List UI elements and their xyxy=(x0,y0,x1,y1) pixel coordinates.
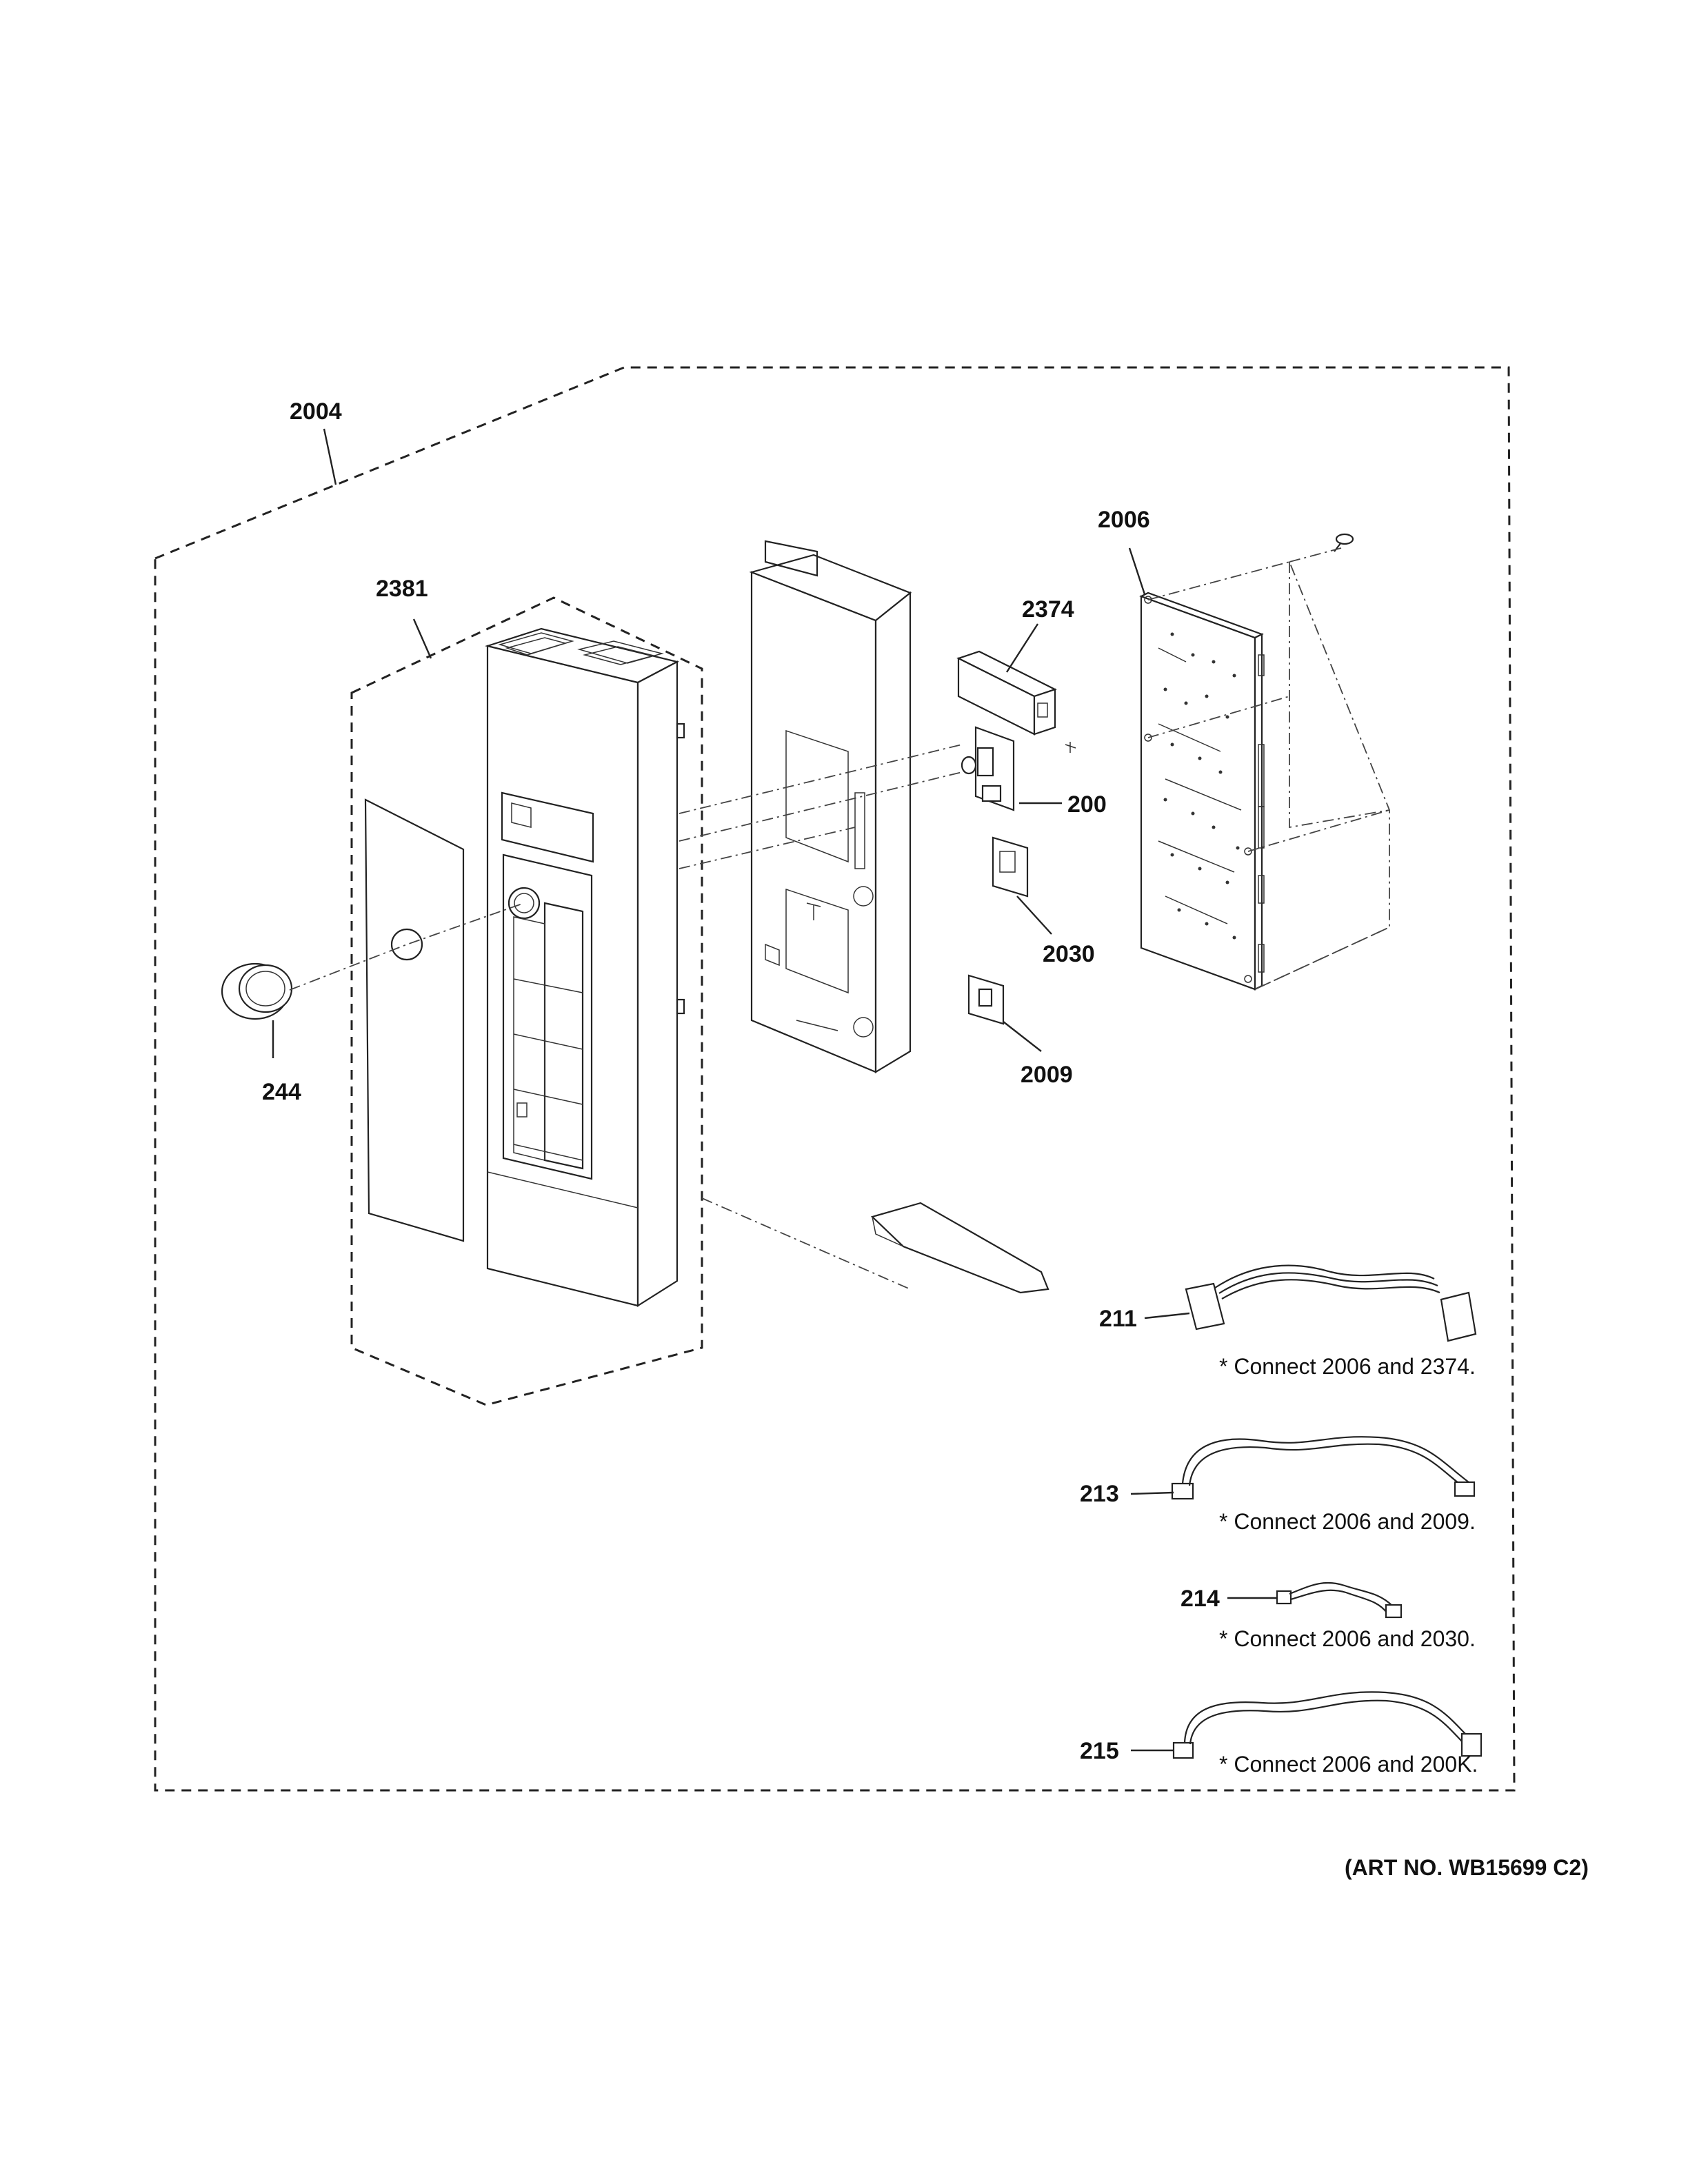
assembly-2381-boundary xyxy=(350,596,703,1406)
leader-2381 xyxy=(412,618,432,659)
harness-213 xyxy=(1171,1436,1476,1500)
leader-213 xyxy=(1130,1491,1174,1495)
label-215: 215 xyxy=(1080,1738,1119,1764)
leader-2030 xyxy=(1016,896,1052,935)
note-214: * Connect 2006 and 2030. xyxy=(1219,1626,1476,1651)
note-215: * Connect 2006 and 200K. xyxy=(1219,1752,1478,1777)
assembly-2004-boundary xyxy=(154,366,1516,1792)
label-244: 244 xyxy=(262,1079,301,1105)
note-213: * Connect 2006 and 2009. xyxy=(1219,1509,1476,1534)
encoder-switch-200 xyxy=(961,726,1076,811)
label-2374: 2374 xyxy=(1022,596,1074,623)
label-214: 214 xyxy=(1180,1586,1220,1612)
label-2006: 2006 xyxy=(1098,507,1150,533)
main-pcb-2006 xyxy=(1139,592,1265,991)
control-panel-frame xyxy=(484,627,685,1307)
leader-2004 xyxy=(323,428,337,485)
leader-2374 xyxy=(1005,623,1039,673)
label-2004: 2004 xyxy=(290,398,342,425)
leader-2009 xyxy=(1003,1021,1042,1052)
encoder-board-2374 xyxy=(956,650,1057,736)
leader-2006 xyxy=(1128,547,1146,595)
label-2030: 2030 xyxy=(1043,941,1095,967)
note-211: * Connect 2006 and 2374. xyxy=(1219,1354,1476,1379)
overlay-film xyxy=(364,798,465,1242)
label-2009: 2009 xyxy=(1021,1062,1073,1088)
label-213: 213 xyxy=(1080,1481,1119,1507)
sensor-2030 xyxy=(992,836,1029,898)
knob-244 xyxy=(221,962,293,1020)
mounting-bracket xyxy=(749,540,912,1073)
art-number: (ART NO. WB15699 C2) xyxy=(1345,1855,1589,1880)
harness-211 xyxy=(1185,1264,1477,1342)
label-2381: 2381 xyxy=(376,576,428,602)
label-211: 211 xyxy=(1099,1306,1137,1332)
switch-2009 xyxy=(967,974,1005,1025)
harness-215 xyxy=(1172,1691,1483,1759)
leader-211 xyxy=(1144,1312,1190,1320)
rubber-strip xyxy=(870,1202,1049,1294)
label-200: 200 xyxy=(1067,791,1107,818)
harness-214 xyxy=(1276,1581,1403,1619)
overlay-film-hole xyxy=(390,928,423,961)
